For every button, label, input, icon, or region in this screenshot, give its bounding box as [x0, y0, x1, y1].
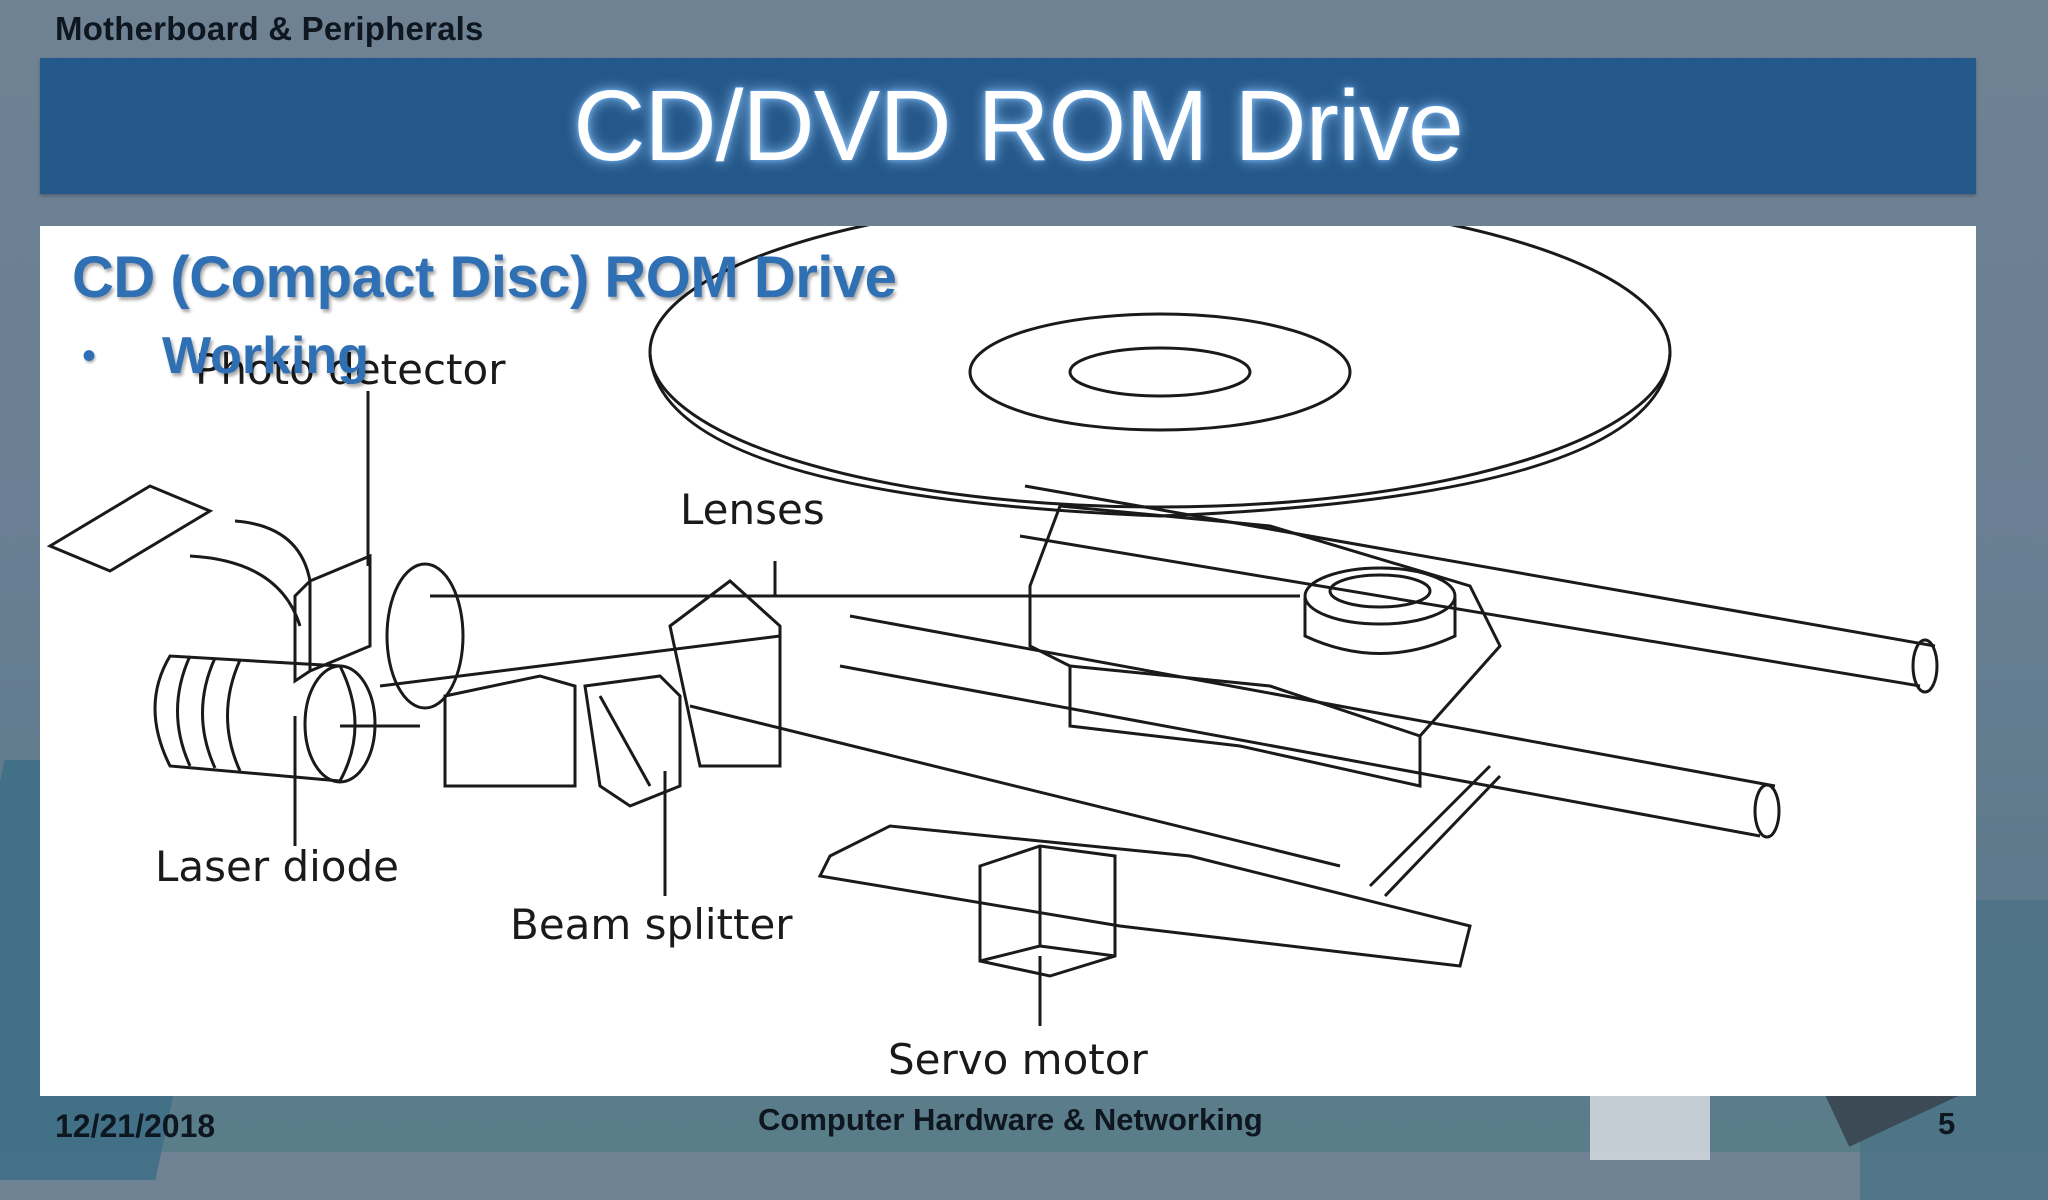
label-lenses: Lenses: [680, 485, 825, 534]
servo-rail: [817, 824, 1472, 968]
objective-lens: [1303, 566, 1457, 626]
rail-front: [839, 614, 1776, 838]
bullet-text: Working: [162, 327, 370, 385]
label-photo-detector: Photo detector: [195, 345, 506, 394]
laser-body: [153, 654, 357, 783]
label-servo-motor: Servo motor: [888, 1035, 1148, 1084]
prism-left: [443, 674, 577, 788]
disc-hub: [968, 312, 1352, 432]
label-laser-diode: Laser diode: [155, 842, 399, 891]
rail-rear: [1019, 484, 1936, 688]
title-bar: CD/DVD ROM Drive: [40, 58, 1976, 194]
footer-course: Computer Hardware & Networking: [758, 1102, 1263, 1137]
disc-hole: [1068, 346, 1252, 398]
content-panel: Photo detector Lenses Laser diode Beam s…: [40, 226, 1976, 1096]
chip: [46, 484, 214, 573]
footer-date: 12/21/2018: [55, 1108, 216, 1144]
footer-page-number: 5: [1938, 1106, 1956, 1141]
section-header: Motherboard & Peripherals: [55, 10, 484, 47]
beam-splitter: [583, 674, 682, 808]
collimating-lens: [385, 562, 465, 710]
sled: [1028, 504, 1502, 788]
bullet-item: • Working: [72, 326, 369, 386]
prism-right: [668, 579, 782, 768]
cd-drive-diagram: Photo detector Lenses Laser diode Beam s…: [46, 226, 1939, 1084]
slide-subtitle: CD (Compact Disc) ROM Drive: [72, 245, 897, 310]
disc: [648, 226, 1672, 509]
photo-detector: [308, 553, 372, 674]
slide-title: CD/DVD ROM Drive: [573, 69, 1464, 182]
bullet-icon: •: [82, 333, 97, 378]
leader-lenses: [430, 561, 1300, 598]
label-beam-splitter: Beam splitter: [510, 900, 793, 949]
